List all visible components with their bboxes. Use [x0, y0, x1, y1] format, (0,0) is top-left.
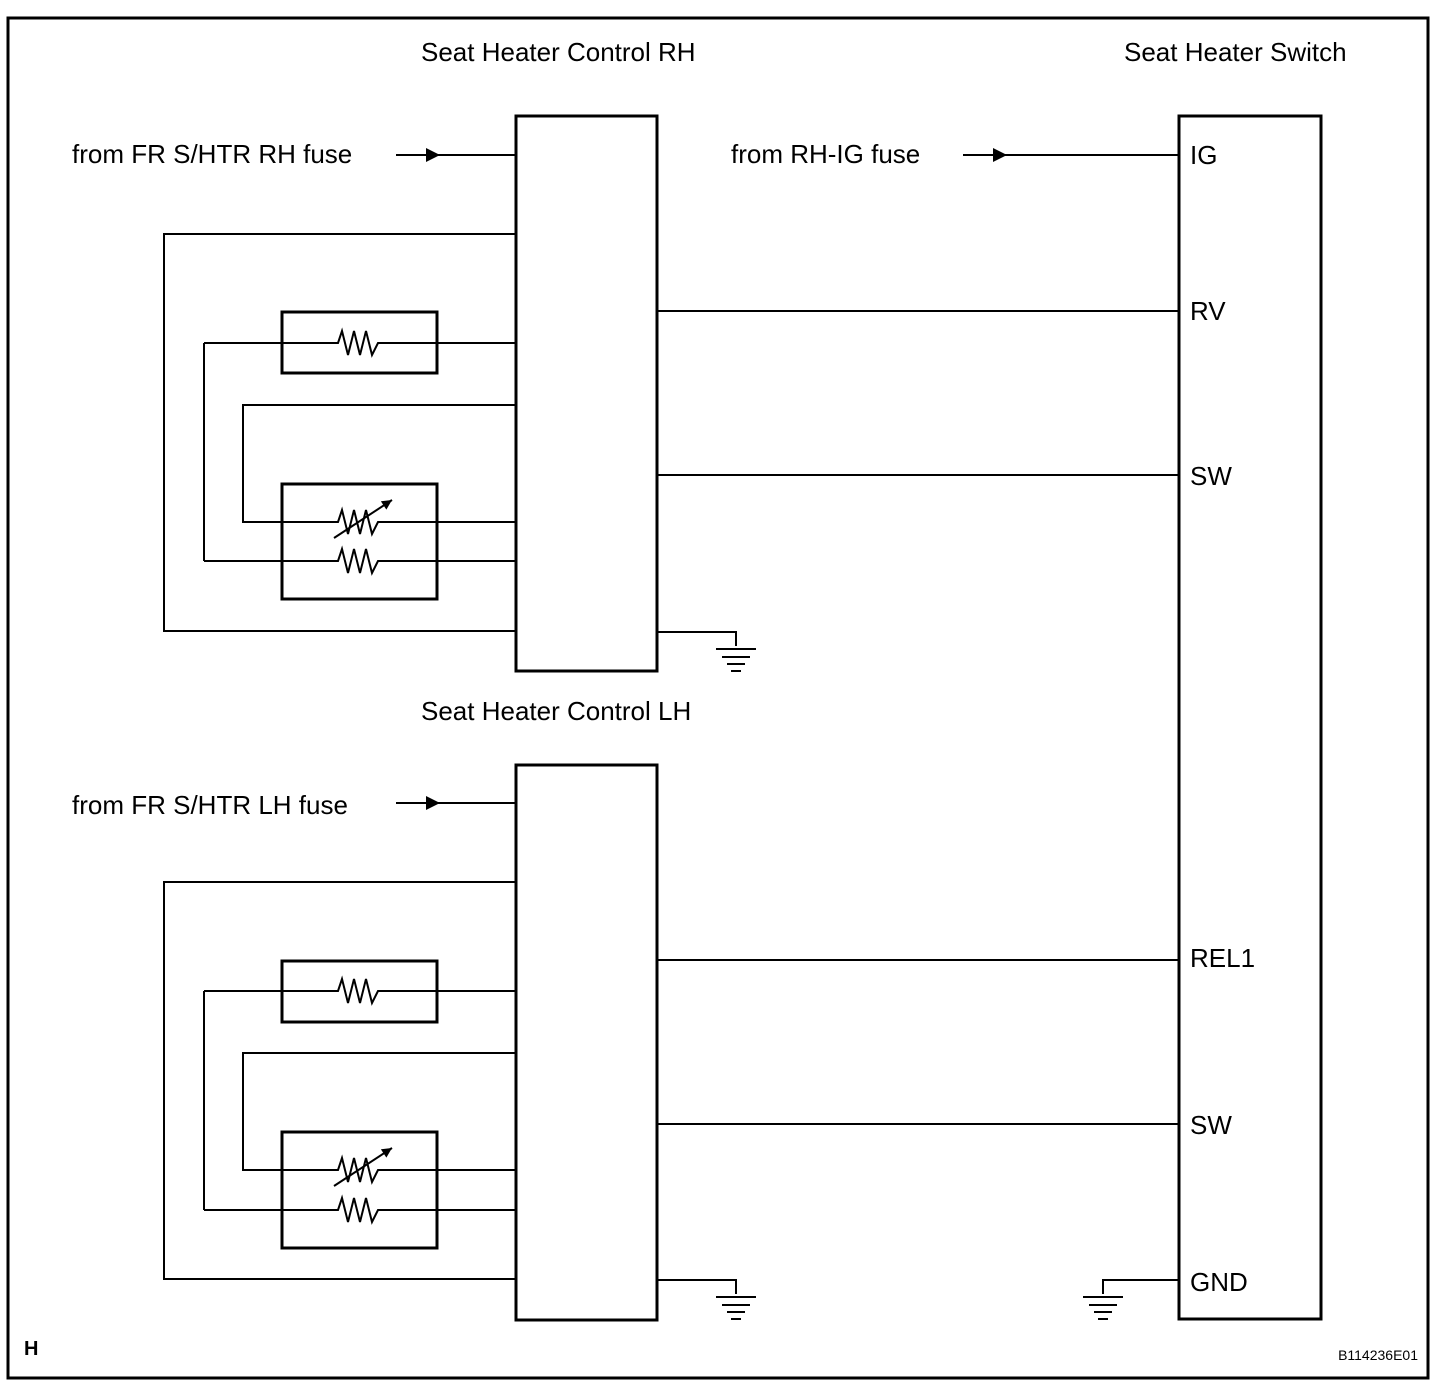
control-rh-ground-icon [657, 631, 756, 672]
control-lh-box [514, 763, 659, 1322]
terminal-rel1-label: REL1 [1190, 943, 1255, 973]
control-lh-title: Seat Heater Control LH [421, 696, 691, 726]
fuse-ig-label: from RH-IG fuse [731, 139, 920, 169]
control-rh-section: from FR S/HTR RH fuse [72, 114, 756, 673]
terminal-rv-label: RV [1190, 296, 1226, 326]
heater-resistor-rh-lower-icon [204, 545, 516, 576]
control-rh-box [514, 114, 659, 673]
thermistor-lh-icon [242, 1052, 516, 1187]
control-lh-section: from FR S/HTR LH fuse [72, 763, 756, 1322]
terminal-sw-lower-label: SW [1190, 1110, 1232, 1140]
switch-box [1177, 114, 1323, 1321]
switch-section: from RH-IG fuse IG RV SW REL1 SW GND [657, 114, 1323, 1321]
control-lh-ground-icon [657, 1279, 756, 1320]
switch-ground-icon [1083, 1279, 1179, 1320]
switch-title: Seat Heater Switch [1124, 37, 1347, 67]
diagram-frame [6, 16, 1430, 1380]
terminal-sw-upper-label: SW [1190, 461, 1232, 491]
thermistor-lh-box [280, 1130, 439, 1250]
thermistor-rh-box [280, 482, 439, 601]
heater-resistor-lh-lower-icon [204, 1194, 516, 1225]
control-rh-title: Seat Heater Control RH [421, 37, 696, 67]
seat-lh-outline [163, 881, 516, 1280]
figure-code: B114236E01 [1338, 1347, 1418, 1363]
fuse-lh-label: from FR S/HTR LH fuse [72, 790, 348, 820]
terminal-ig-label: IG [1190, 140, 1217, 170]
fuse-rh-label: from FR S/HTR RH fuse [72, 139, 352, 169]
seat-rh-outline [163, 233, 516, 632]
heater-resistor-rh-icon [203, 327, 516, 561]
corner-letter: H [24, 1338, 38, 1360]
heater-resistor-lh-icon [203, 975, 516, 1210]
terminal-gnd-label: GND [1190, 1267, 1248, 1297]
thermistor-rh-icon [242, 404, 516, 539]
